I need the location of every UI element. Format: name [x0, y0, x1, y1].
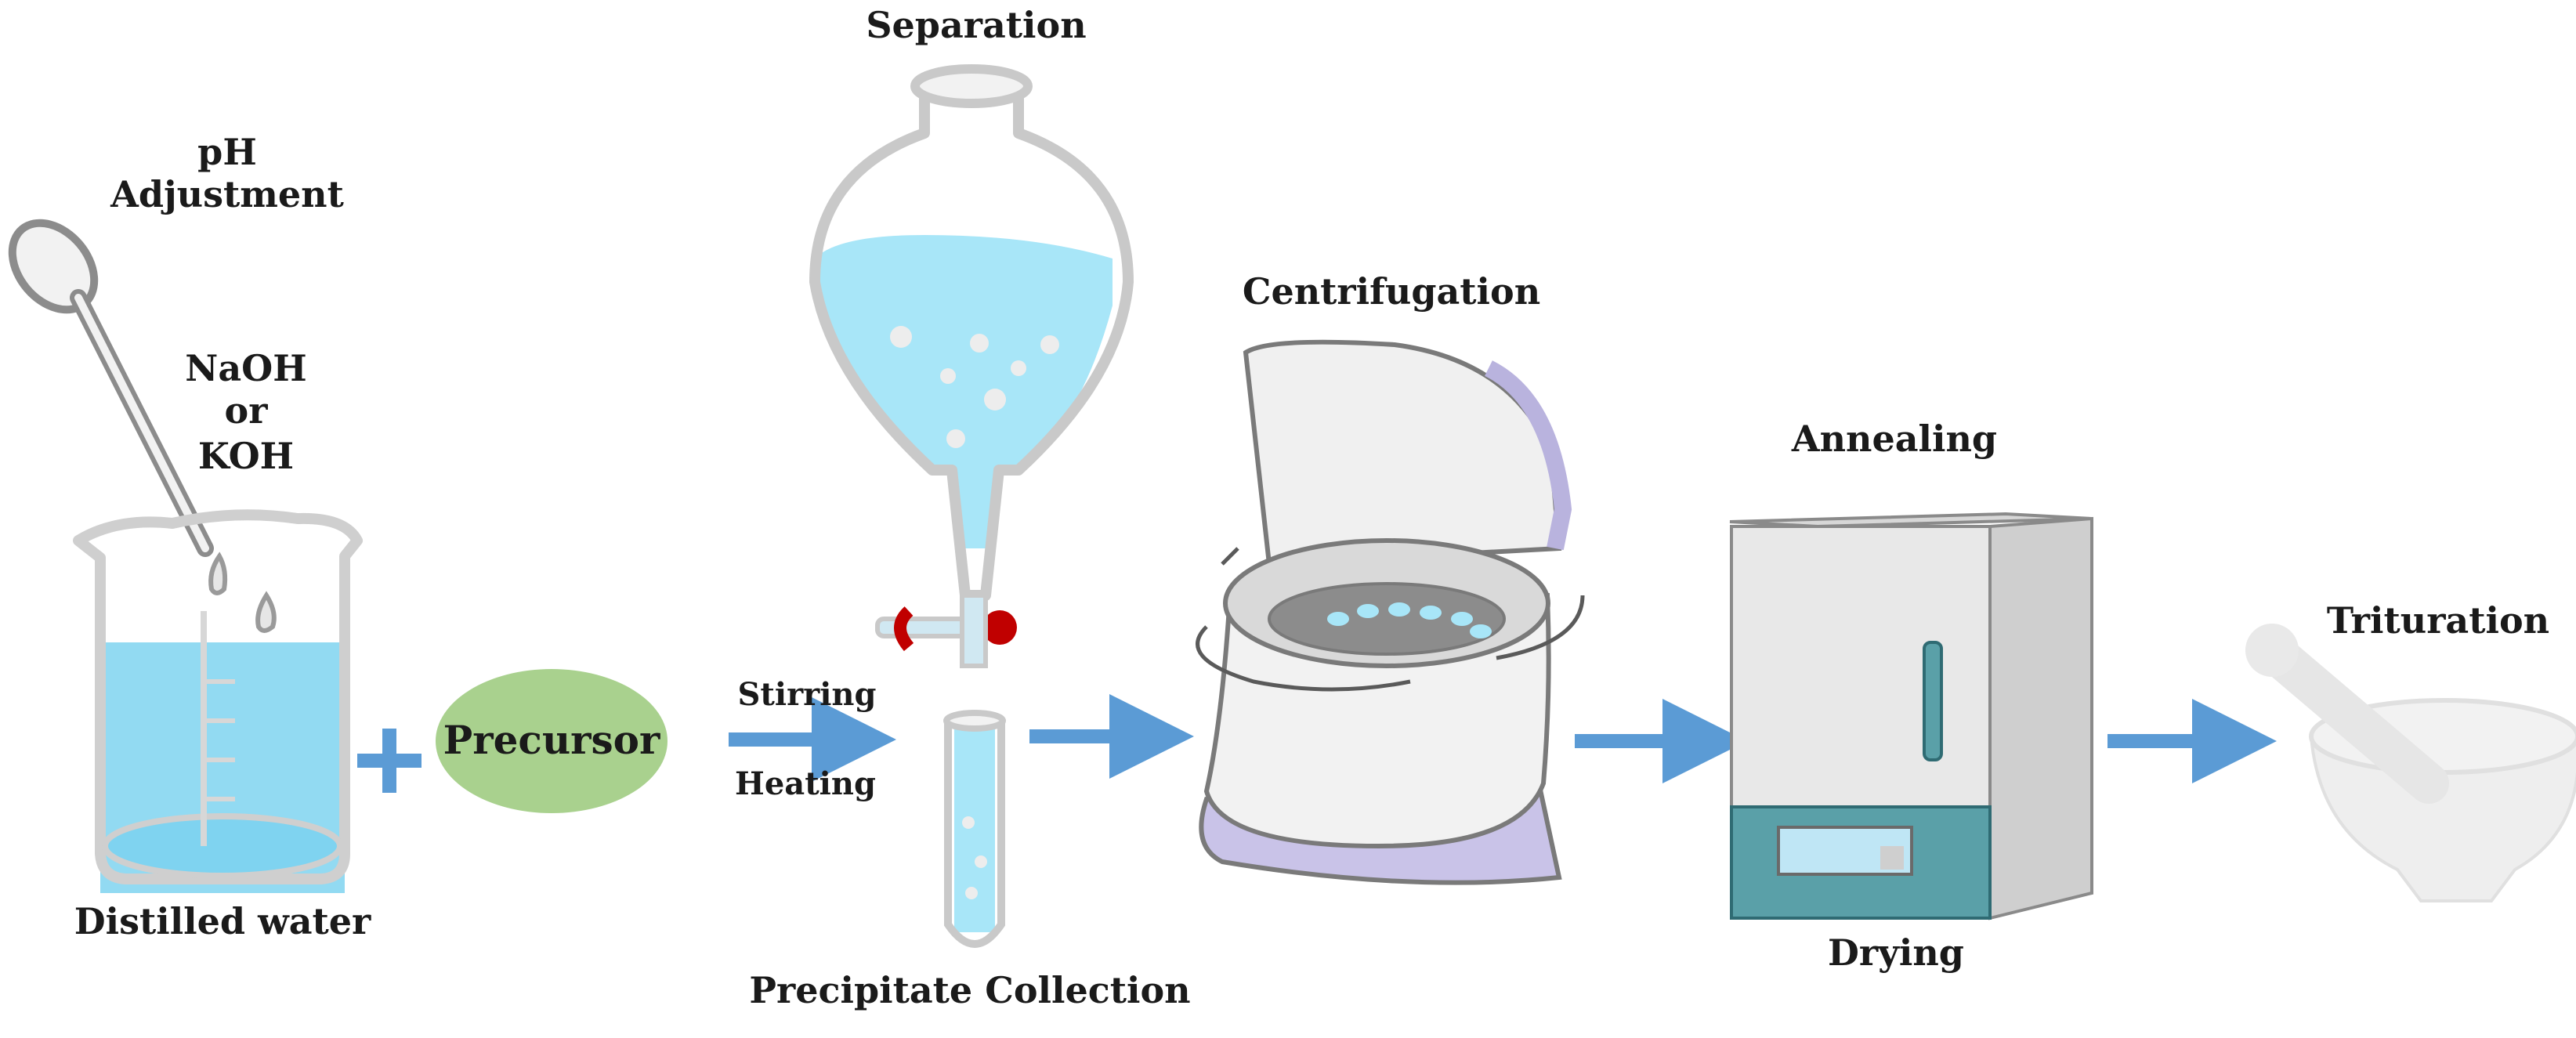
- centrifugation-label: Centrifugation: [1243, 270, 1540, 313]
- separation-label: Separation: [866, 4, 1086, 46]
- ph-label-line2: Adjustment: [110, 173, 344, 215]
- stirring-label: Stirring: [738, 676, 877, 713]
- base-label-line2: or: [225, 389, 269, 432]
- precursor-node: Precursor: [436, 669, 668, 813]
- oven-icon: [1729, 512, 2093, 920]
- test-tube-icon: [943, 710, 1006, 948]
- dropper-icon: [8, 219, 277, 633]
- precursor-label: Precursor: [443, 717, 660, 763]
- annealing-label: Annealing: [1791, 418, 1997, 460]
- separatory-funnel-icon: [809, 64, 1134, 668]
- distilled-water-label: Distilled water: [74, 900, 371, 942]
- beaker-icon: [73, 509, 363, 893]
- ph-label-line1: pH: [197, 131, 257, 173]
- heating-label: Heating: [735, 765, 876, 802]
- base-label-line1: NaOH: [185, 347, 306, 389]
- base-label-line3: KOH: [198, 435, 294, 477]
- centrifuge-icon: [1196, 339, 1585, 885]
- plus-icon: [357, 729, 421, 793]
- mortar-pestle-icon: [2245, 624, 2576, 902]
- drying-label: Drying: [1828, 931, 1964, 974]
- trituration-label: Trituration: [2327, 599, 2549, 642]
- precipitate-collection-label: Precipitate Collection: [749, 969, 1190, 1011]
